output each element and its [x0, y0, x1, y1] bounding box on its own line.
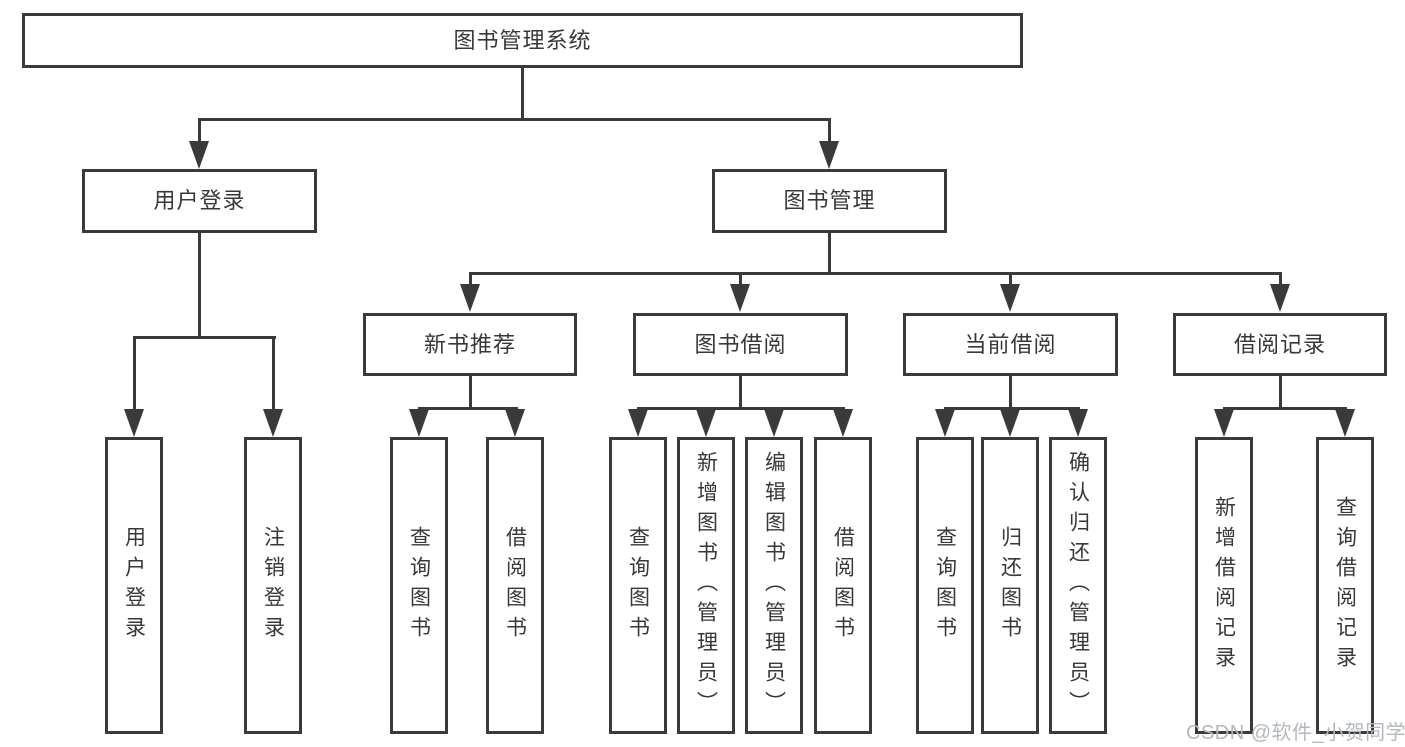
leaf-records-add-record: 新增借阅记录 [1195, 437, 1253, 734]
leaf-borrow-query-books-label: 查询图书 [626, 525, 650, 646]
node-user-login-label: 用户登录 [153, 188, 246, 213]
arrowhead-down-icon [1000, 284, 1020, 312]
node-root: 图书管理系统 [22, 13, 1023, 68]
connector-line [1278, 376, 1282, 407]
leaf-records-query-record: 查询借阅记录 [1316, 437, 1374, 734]
leaf-newbook-borrow-books: 借阅图书 [486, 437, 544, 734]
arrowhead-down-icon [1270, 284, 1290, 312]
connector-line [738, 376, 742, 407]
node-book-borrow: 图书借阅 [633, 313, 848, 376]
node-book-management: 图书管理 [712, 169, 947, 233]
leaf-newbook-query-books: 查询图书 [390, 437, 448, 734]
leaf-borrow-edit-books-admin-label: 编辑图书（管理员） [762, 450, 786, 721]
leaf-borrow-add-books-admin-label: 新增图书（管理员） [694, 450, 718, 721]
connector-line [197, 233, 201, 336]
connector-line [1008, 376, 1012, 407]
node-borrow-records-label: 借阅记录 [1233, 331, 1326, 357]
leaf-borrow-borrow-books-label: 借阅图书 [831, 525, 855, 646]
connector-line [132, 339, 136, 410]
connector-line [468, 275, 472, 285]
leaf-logout-label: 注销登录 [261, 525, 285, 646]
connector-line [827, 121, 831, 144]
leaf-current-confirm-return-admin: 确认归还（管理员） [1049, 437, 1107, 734]
arrowhead-down-icon [1000, 409, 1020, 437]
node-new-book-recommend: 新书推荐 [363, 313, 577, 376]
leaf-current-confirm-return-admin-label: 确认归还（管理员） [1066, 450, 1090, 721]
arrowhead-down-icon [189, 141, 209, 169]
connector-line [1008, 275, 1012, 285]
connector-line [197, 121, 201, 144]
leaf-current-return-books-label: 归还图书 [998, 525, 1022, 646]
connector-line [197, 118, 831, 121]
arrowhead-down-icon [628, 409, 648, 437]
arrowhead-down-icon [460, 284, 480, 312]
node-user-login: 用户登录 [82, 169, 317, 233]
arrowhead-down-icon [1068, 409, 1088, 437]
connector-line [417, 407, 518, 410]
connector-line [738, 275, 742, 285]
arrowhead-down-icon [1214, 409, 1234, 437]
leaf-current-return-books: 归还图书 [981, 437, 1039, 734]
connector-line [468, 272, 1282, 275]
leaf-borrow-query-books: 查询图书 [609, 437, 667, 734]
node-new-book-recommend-label: 新书推荐 [423, 331, 516, 357]
connector-line [132, 336, 276, 339]
connector-line [943, 407, 1080, 410]
arrowhead-down-icon [833, 409, 853, 437]
connector-line [271, 339, 275, 410]
arrowhead-down-icon [696, 409, 716, 437]
connector-line [1278, 275, 1282, 285]
leaf-records-query-record-label: 查询借阅记录 [1333, 495, 1357, 676]
leaf-logout: 注销登录 [244, 437, 302, 734]
node-book-borrow-label: 图书借阅 [694, 331, 787, 357]
arrowhead-down-icon [730, 284, 750, 312]
connector-line [1222, 407, 1347, 410]
arrowhead-down-icon [263, 409, 283, 437]
leaf-user-login: 用户登录 [105, 437, 163, 734]
leaf-newbook-query-books-label: 查询图书 [407, 525, 431, 646]
arrowhead-down-icon [1335, 409, 1355, 437]
leaf-current-query-books: 查询图书 [916, 437, 974, 734]
leaf-current-query-books-label: 查询图书 [933, 525, 957, 646]
leaf-newbook-borrow-books-label: 借阅图书 [503, 525, 527, 646]
connector-line [827, 233, 831, 272]
leaf-borrow-borrow-books: 借阅图书 [814, 437, 872, 734]
leaf-borrow-edit-books-admin: 编辑图书（管理员） [745, 437, 803, 734]
leaf-records-add-record-label: 新增借阅记录 [1212, 495, 1236, 676]
node-borrow-records: 借阅记录 [1173, 313, 1387, 376]
leaf-user-login-label: 用户登录 [122, 525, 146, 646]
arrowhead-down-icon [505, 409, 525, 437]
connector-line [468, 376, 472, 407]
arrowhead-down-icon [764, 409, 784, 437]
node-book-management-label: 图书管理 [783, 188, 876, 213]
arrowhead-down-icon [819, 141, 839, 169]
node-current-borrow-label: 当前借阅 [964, 331, 1057, 357]
arrowhead-down-icon [124, 409, 144, 437]
arrowhead-down-icon [935, 409, 955, 437]
watermark: CSDN @软件_小贺同学 [1186, 722, 1405, 744]
connector-line [521, 68, 524, 121]
arrowhead-down-icon [409, 409, 429, 437]
node-root-label: 图书管理系统 [453, 27, 592, 53]
connector-line [636, 407, 845, 410]
leaf-borrow-add-books-admin: 新增图书（管理员） [677, 437, 735, 734]
node-current-borrow: 当前借阅 [903, 313, 1118, 376]
